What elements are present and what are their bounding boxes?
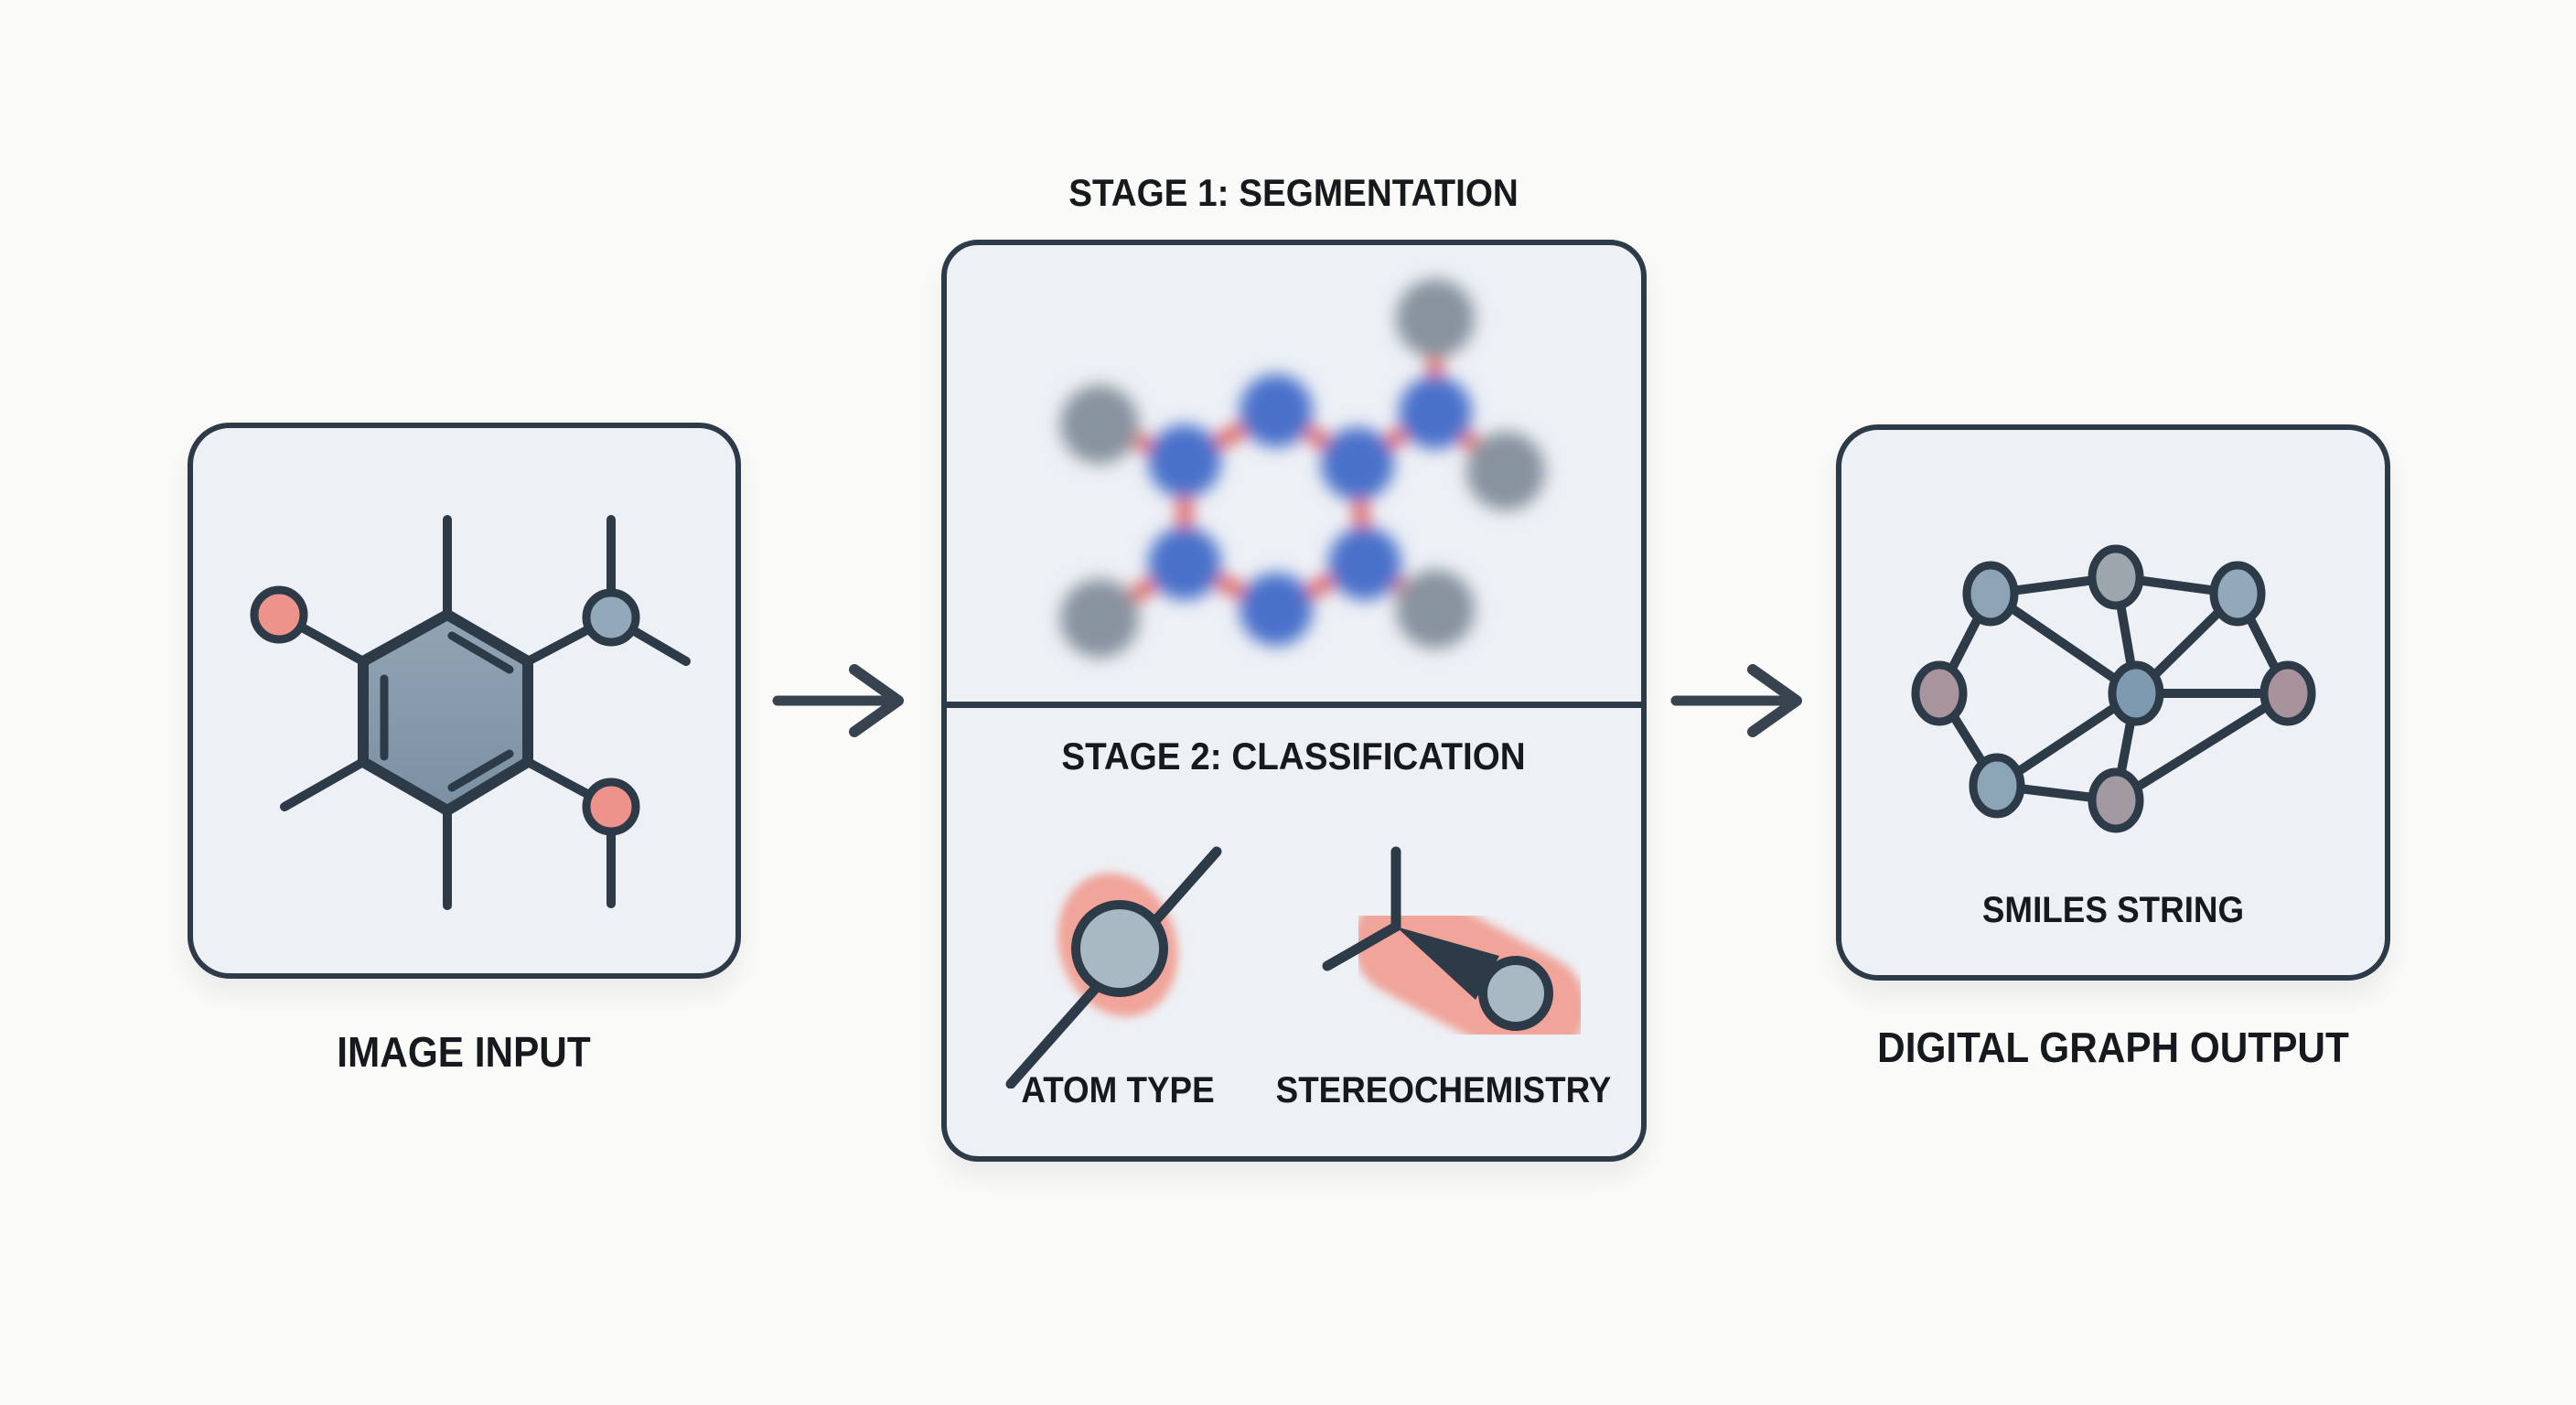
stage1-title: STAGE 1: SEGMENTATION	[1068, 171, 1519, 214]
arrow-right-icon	[1670, 664, 1802, 737]
stereochemistry-label: STEREOCHEMISTRY	[1275, 1070, 1612, 1110]
stage2-title: STAGE 2: CLASSIFICATION	[1061, 735, 1526, 778]
smiles-string-caption: SMILES STRING	[1981, 890, 2245, 930]
pipeline-panel	[941, 240, 1647, 1162]
stage-divider	[947, 702, 1641, 708]
arrow-right-icon	[772, 664, 904, 737]
output-box-label: DIGITAL GRAPH OUTPUT	[1877, 1024, 2349, 1071]
input-box-label: IMAGE INPUT	[337, 1028, 591, 1076]
atom-type-label: ATOM TYPE	[1021, 1070, 1215, 1110]
input-image-panel	[188, 423, 741, 979]
